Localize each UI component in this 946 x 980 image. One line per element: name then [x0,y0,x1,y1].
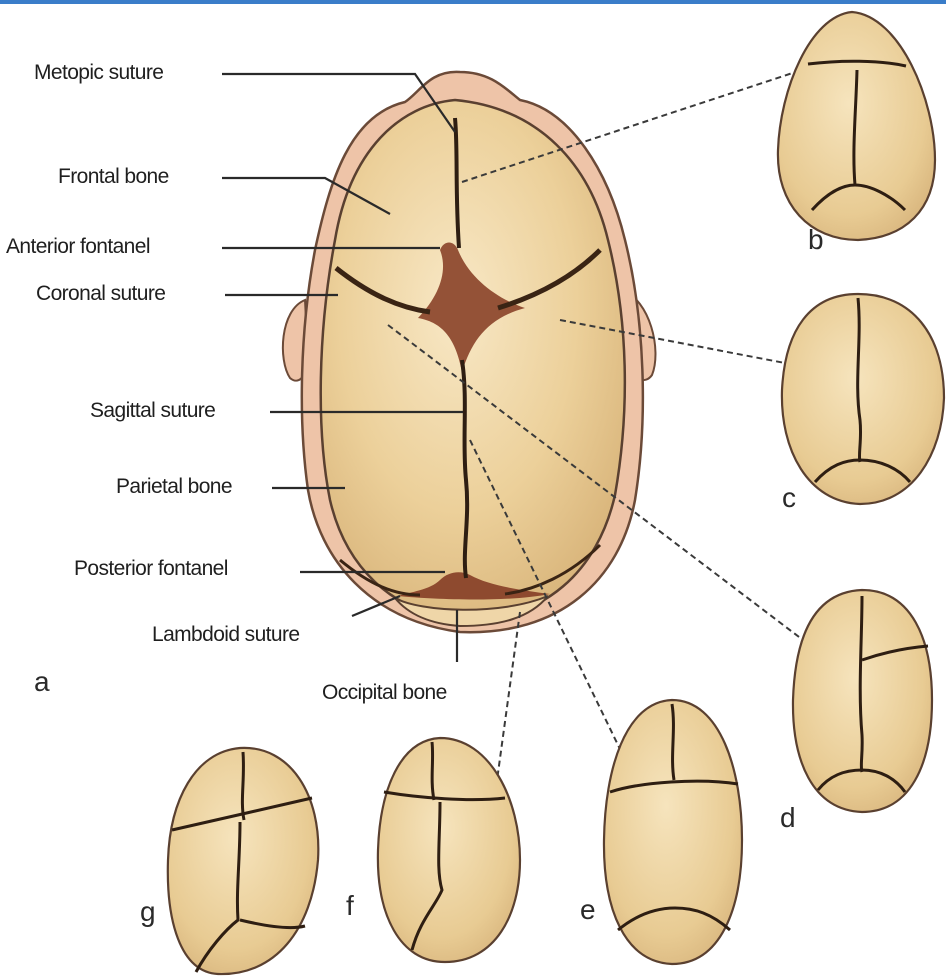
panel-letter-d: d [780,804,796,832]
skull-variant-d [793,590,932,812]
label-frontal-bone: Frontal bone [58,166,169,187]
main-skull-a [283,72,656,632]
skull-variant-b [778,12,935,240]
label-occipital-bone: Occipital bone [322,682,447,703]
skull-variant-g [168,748,319,974]
panel-letter-g: g [140,898,156,926]
skull-variant-e [604,700,742,964]
panel-letter-c: c [782,484,796,512]
skull-variant-c [782,294,944,504]
panel-letter-f: f [346,892,354,920]
label-lambdoid-suture: Lambdoid suture [152,624,299,645]
panel-letter-a: a [34,668,50,696]
panel-letter-b: b [808,226,824,254]
label-posterior-fontanel: Posterior fontanel [74,558,228,579]
panel-letter-e: e [580,896,596,924]
label-parietal-bone: Parietal bone [116,476,232,497]
label-sagittal-suture: Sagittal suture [90,400,215,421]
label-coronal-suture: Coronal suture [36,283,165,304]
label-metopic-suture: Metopic suture [34,62,163,83]
label-anterior-fontanel: Anterior fontanel [6,236,150,257]
